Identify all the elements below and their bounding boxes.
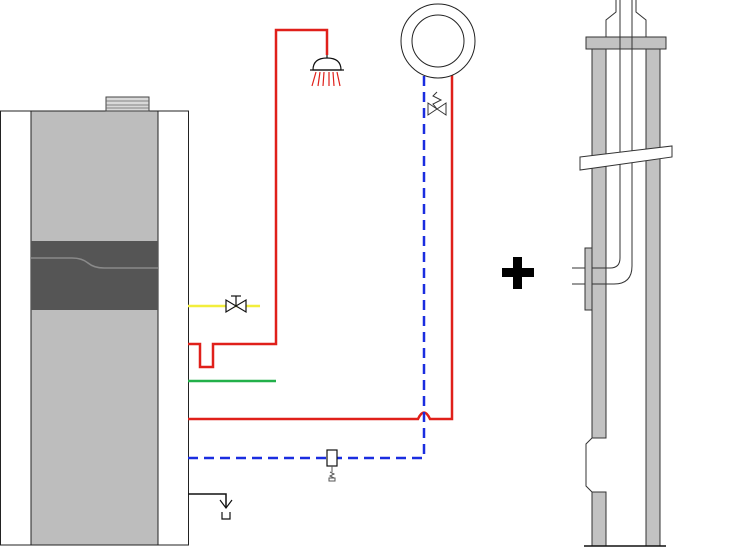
safety-valve-icon[interactable]	[326, 449, 338, 482]
return-valve-icon[interactable]	[427, 91, 447, 116]
flue-wall-bracket	[584, 247, 593, 311]
heating-flow-line	[188, 62, 454, 421]
flue-shaft-right-wall	[645, 47, 661, 547]
drain-line	[188, 493, 233, 520]
flue-crossing-pipe	[579, 145, 673, 171]
boiler-core-panel	[30, 110, 159, 546]
flue-shaft-left-wall	[591, 47, 607, 439]
flue-top-cap	[585, 36, 667, 50]
flue-terminal	[605, 0, 647, 37]
boiler-control-band	[31, 241, 158, 310]
boiler-unit	[0, 96, 189, 546]
boiler-band-contour	[31, 257, 158, 269]
flue-access-hatch	[585, 437, 593, 493]
flue-system	[572, 0, 673, 547]
drain-funnel-icon	[219, 499, 233, 520]
gas-line	[188, 295, 260, 314]
radiator-icon	[400, 3, 476, 79]
plus-icon	[502, 257, 534, 289]
boiler-top-vent	[105, 96, 150, 112]
heating-return-line	[188, 62, 447, 482]
flue-inner-pipe	[572, 37, 633, 285]
gas-valve-icon[interactable]	[225, 295, 247, 314]
hot-water-line	[188, 28, 344, 369]
shower-head-icon	[310, 55, 344, 87]
